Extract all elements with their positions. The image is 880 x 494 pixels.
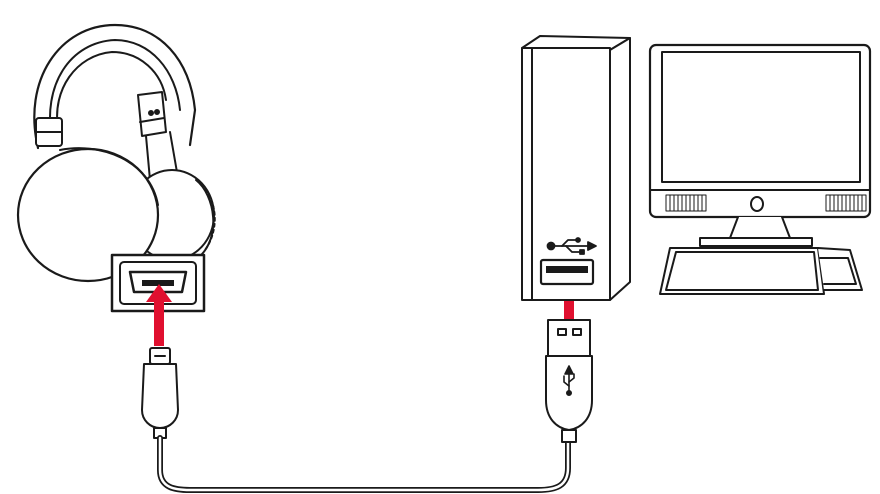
power-button — [750, 196, 764, 212]
arrow-up-icon — [146, 284, 172, 346]
monitor-speaker-right — [825, 194, 867, 212]
micro-usb-plug — [141, 347, 179, 439]
headphones-icon — [16, 23, 216, 283]
monitor — [648, 43, 872, 247]
tower-pc — [521, 35, 631, 301]
keyboard — [659, 247, 863, 295]
monitor-screen — [661, 51, 861, 183]
headband-inner — [49, 39, 181, 141]
usb-icon — [546, 237, 597, 255]
monitor-speaker-left — [665, 194, 707, 212]
tower-usb-port — [539, 258, 595, 286]
usb-icon — [563, 365, 575, 396]
usb-cable — [157, 435, 571, 493]
headband — [33, 23, 197, 150]
